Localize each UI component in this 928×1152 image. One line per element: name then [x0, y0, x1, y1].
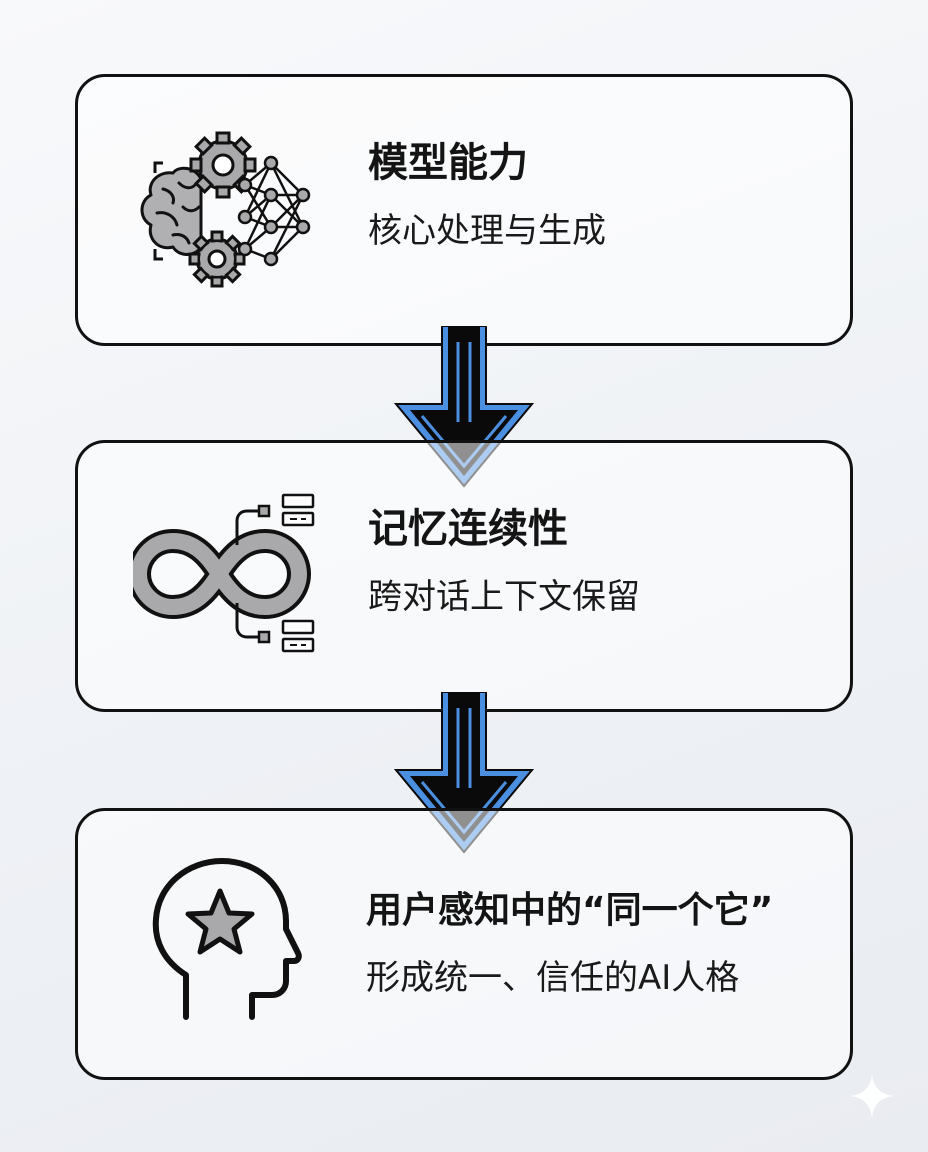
step-title: 模型能力 [368, 140, 528, 186]
step-text-2: 记忆连续性 跨对话上下文保留 [368, 505, 640, 618]
step-text-3: 用户感知中的“同一个它” 形成统一、信任的AI人格 [366, 889, 773, 999]
step-title: 用户感知中的“同一个它” [366, 890, 774, 931]
sparkle-icon [850, 1074, 894, 1118]
infinity-memory-icon [127, 489, 323, 663]
step-text-1: 模型能力 核心处理与生成 [368, 139, 606, 252]
step-subtitle: 跨对话上下文保留 [368, 577, 640, 617]
step-card-memory-continuity: 记忆连续性 跨对话上下文保留 [75, 440, 853, 712]
step-title: 记忆连续性 [368, 506, 568, 552]
step-card-model-capability: 模型能力 核心处理与生成 [75, 74, 853, 346]
step-subtitle: 形成统一、信任的AI人格 [366, 958, 740, 999]
brain-network-gears-icon [133, 123, 323, 297]
head-star-icon [148, 857, 308, 1031]
step-card-user-perception: 用户感知中的“同一个它” 形成统一、信任的AI人格 [75, 808, 853, 1080]
step-subtitle: 核心处理与生成 [368, 211, 606, 251]
